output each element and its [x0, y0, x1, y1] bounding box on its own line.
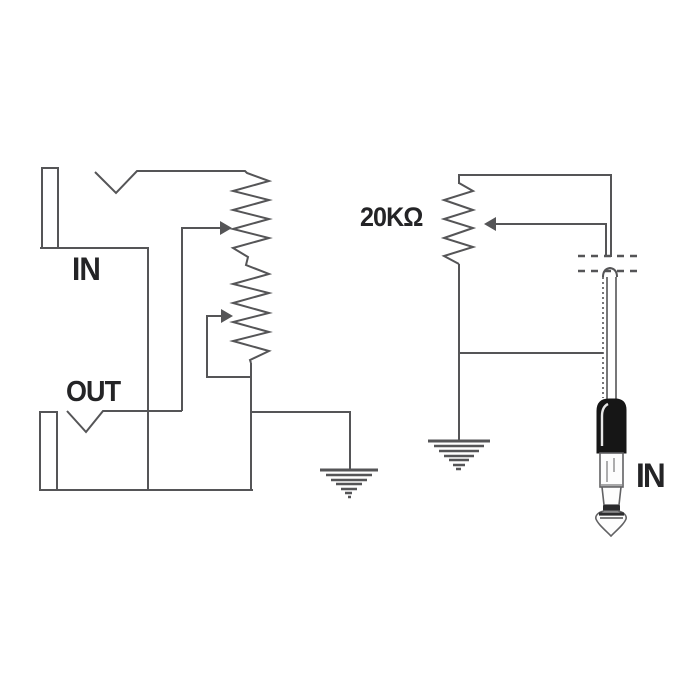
- quarter-inch-plug: [595, 266, 627, 538]
- plug-handle-highlight: [600, 402, 609, 446]
- plug-tip-dome: [602, 266, 618, 278]
- wiper-arrow-2: [206, 309, 252, 378]
- output-tip-contact: [66, 410, 182, 434]
- jack-socket-dashed: [578, 254, 639, 273]
- pot-top-wire: [458, 174, 612, 257]
- input-jack-sleeve-wire: [40, 247, 149, 490]
- wiper-1-wire: [181, 227, 221, 411]
- input-jack-sleeve: [41, 167, 59, 249]
- wiper-arrow-right: [484, 217, 607, 257]
- wiper-2-arrowhead: [221, 309, 233, 323]
- label-pot-value: 20KΩ: [360, 202, 423, 232]
- wiper-2-wire: [206, 315, 252, 378]
- left-circuit: [39, 167, 378, 499]
- label-plug-input: IN: [636, 457, 666, 495]
- wiper-arrow-1: [181, 221, 232, 411]
- input-tip-and-pot-zigzag: [94, 170, 273, 364]
- plug-neck: [601, 486, 622, 506]
- wiper-1-arrowhead: [220, 221, 232, 235]
- label-output-jack: OUT: [66, 376, 121, 408]
- right-circuit: [428, 174, 639, 538]
- ground-branch-wire: [251, 411, 351, 470]
- plug-insulator-band: [603, 505, 620, 511]
- pot-20k-zigzag: [440, 182, 477, 265]
- plug-handle: [596, 398, 627, 454]
- output-jack-sleeve: [39, 411, 58, 491]
- wiper-right-arrowhead: [484, 217, 496, 231]
- plug-barrel: [599, 452, 624, 488]
- wiper-right-wire: [495, 223, 607, 257]
- label-input-jack: IN: [72, 251, 101, 287]
- ground-symbol-left: [320, 468, 378, 499]
- ground-symbol-right: [428, 439, 490, 471]
- plug-tip: [595, 510, 627, 538]
